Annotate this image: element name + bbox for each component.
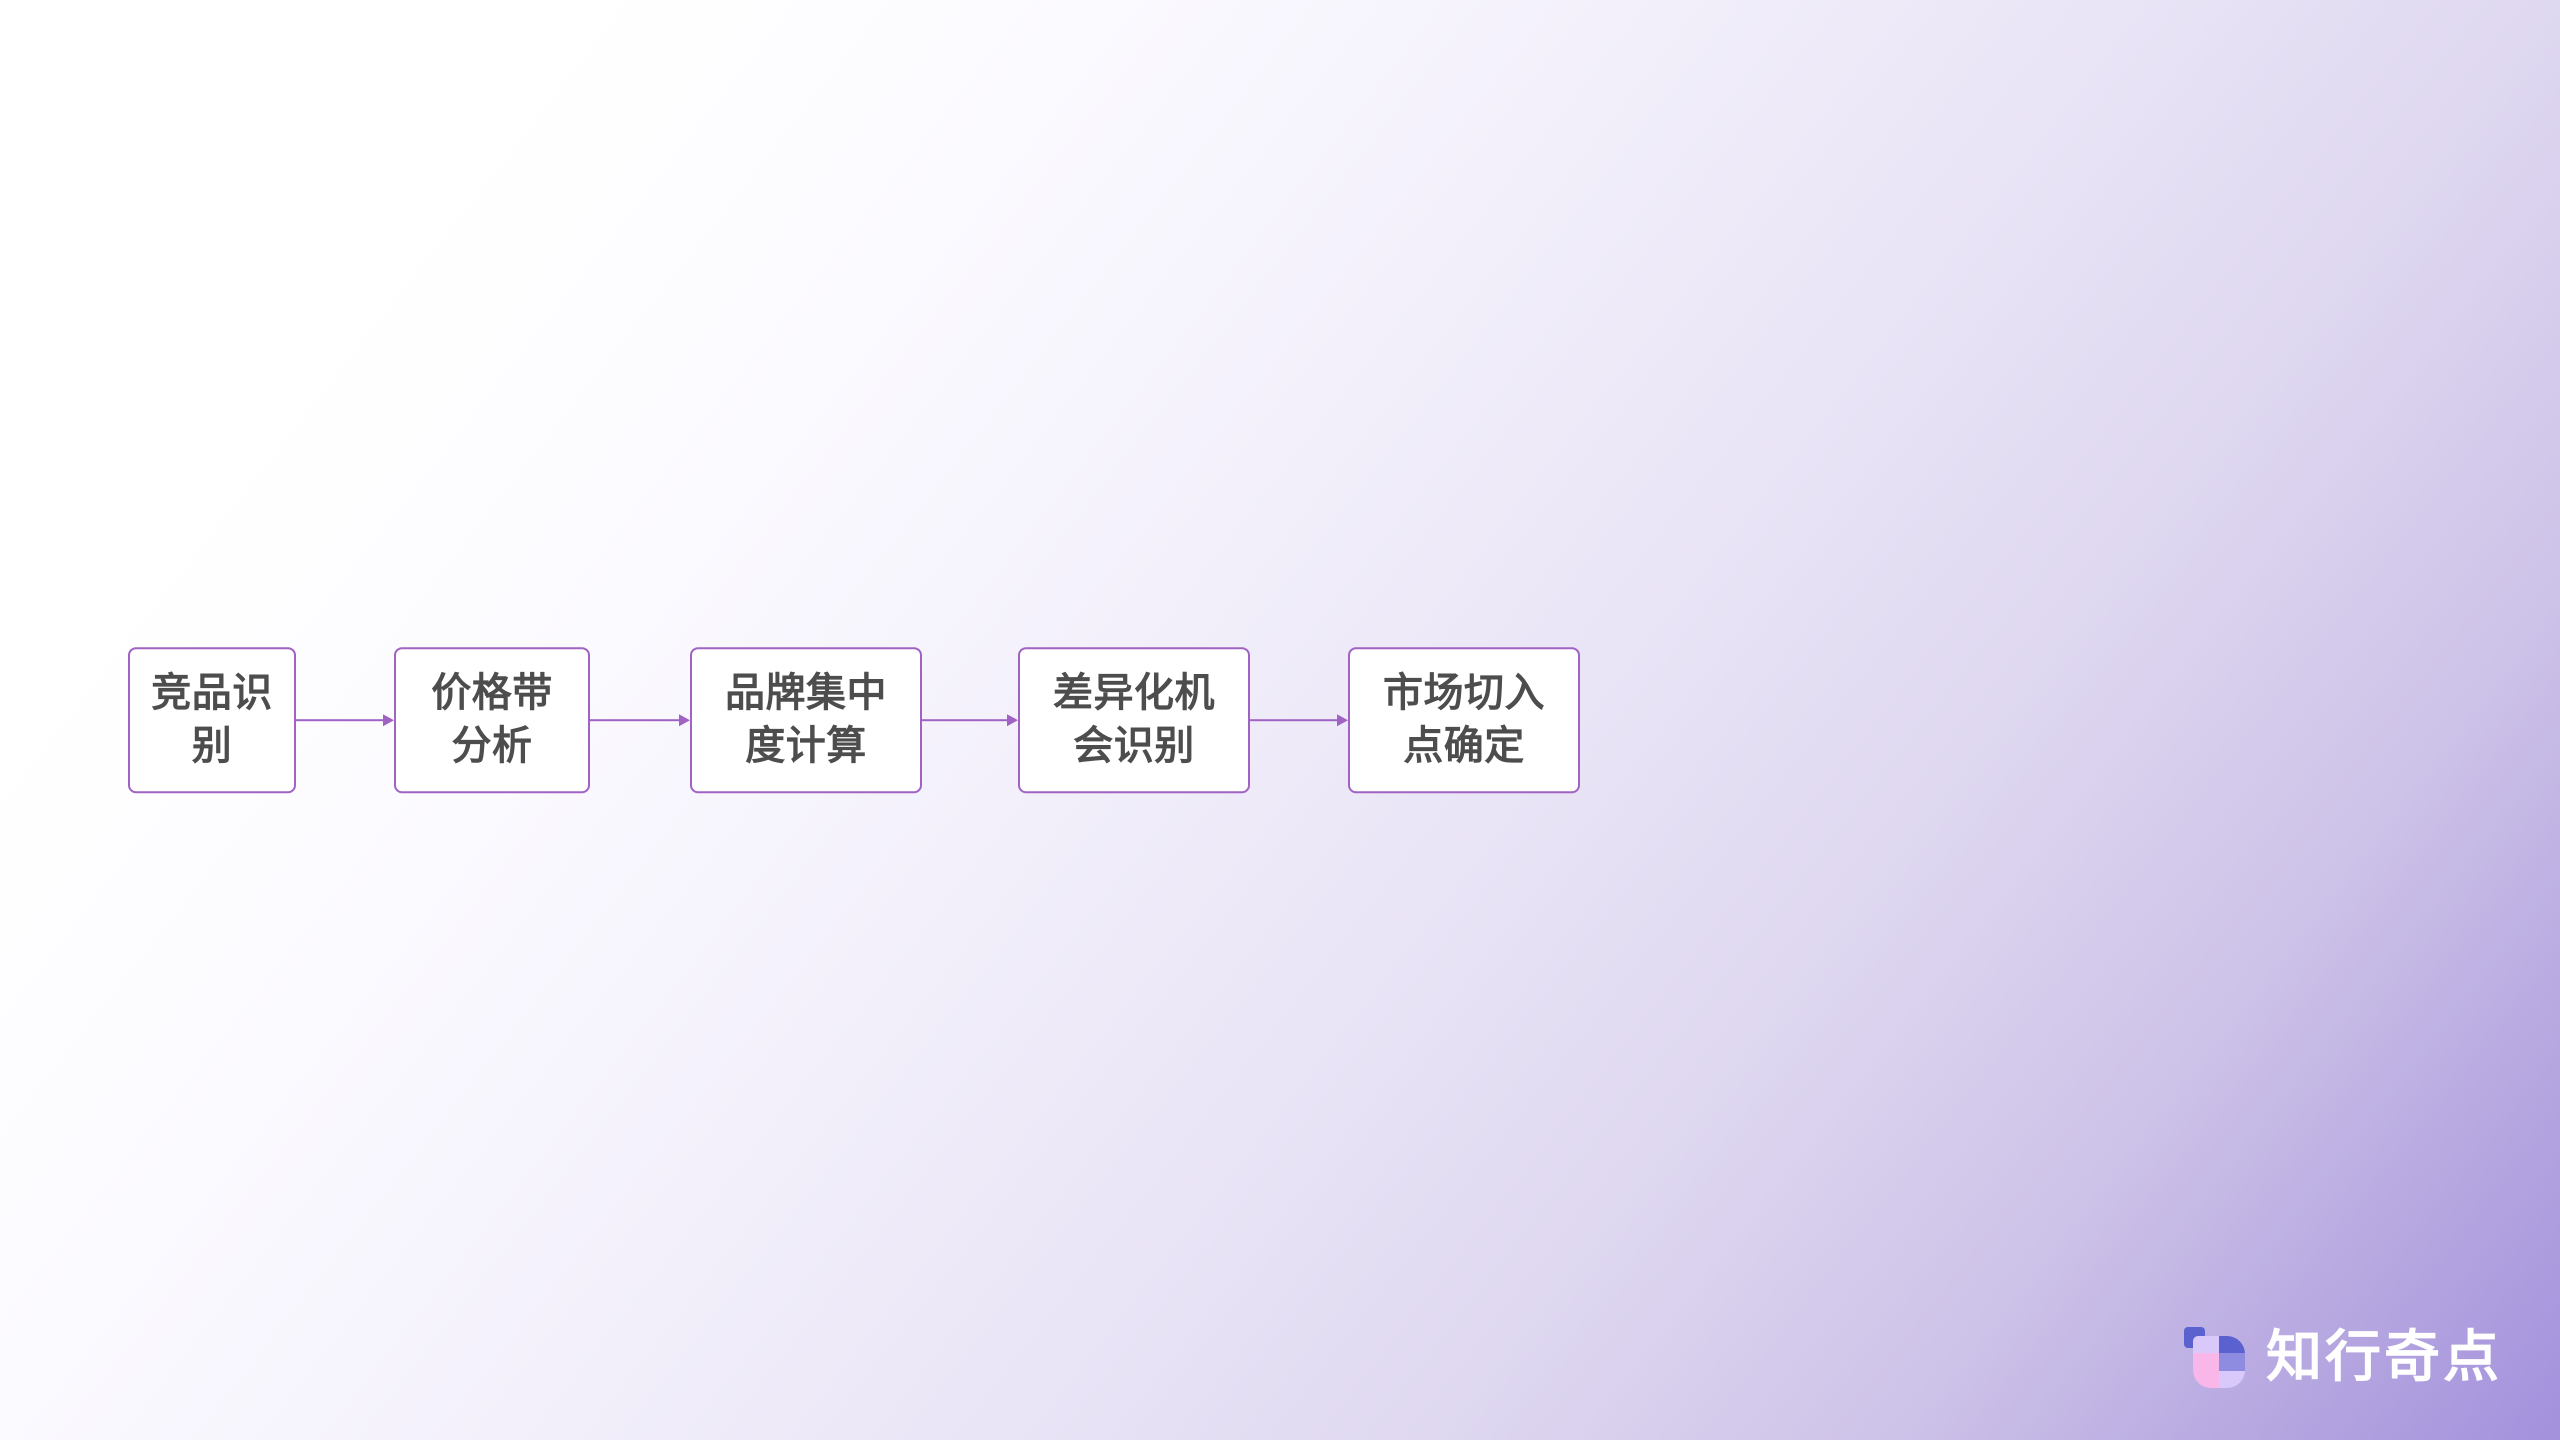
connector-line (590, 719, 681, 721)
arrow-head-icon (1007, 714, 1018, 726)
flow-node-4[interactable]: 差异化机会识别 (1018, 647, 1250, 793)
connector-line (1250, 719, 1339, 721)
arrow-head-icon (679, 714, 690, 726)
connector-line (922, 719, 1009, 721)
logo-cell (2219, 1370, 2245, 1388)
flow-connector-1 (296, 700, 394, 740)
brand-name: 知行奇点 (2266, 1325, 2502, 1388)
arrow-head-icon (1337, 714, 1348, 726)
flow-connector-4 (1250, 700, 1348, 740)
flow-node-3-label: 品牌集中度计算 (725, 671, 887, 768)
logo-cell (2219, 1353, 2245, 1371)
logo-cell (2193, 1370, 2219, 1388)
flow-node-5-label: 市场切入点确定 (1383, 671, 1545, 768)
logo-cell (2193, 1336, 2219, 1354)
flow-node-2[interactable]: 价格带分析 (394, 647, 590, 793)
flow-node-1[interactable]: 竞品识别 (128, 647, 296, 793)
logo-cell (2219, 1336, 2245, 1354)
flow-node-1-label: 竞品识别 (151, 671, 273, 768)
flow-connector-3 (922, 700, 1018, 740)
flow-node-2-label: 价格带分析 (431, 671, 553, 768)
arrow-head-icon (383, 714, 394, 726)
flow-diagram: 竞品识别 价格带分析 品牌集中度计算 差异化机会识别 市场切入点 (128, 647, 1580, 793)
logo-cell (2193, 1353, 2219, 1371)
flow-connector-2 (590, 700, 690, 740)
connector-line (296, 719, 385, 721)
brand-logo-icon (2184, 1326, 2246, 1388)
flow-node-3[interactable]: 品牌集中度计算 (690, 647, 922, 793)
flow-node-5[interactable]: 市场切入点确定 (1348, 647, 1580, 793)
logo-checker-body (2193, 1336, 2245, 1388)
brand-watermark: 知行奇点 (2184, 1326, 2502, 1388)
flow-node-4-label: 差异化机会识别 (1053, 671, 1215, 768)
